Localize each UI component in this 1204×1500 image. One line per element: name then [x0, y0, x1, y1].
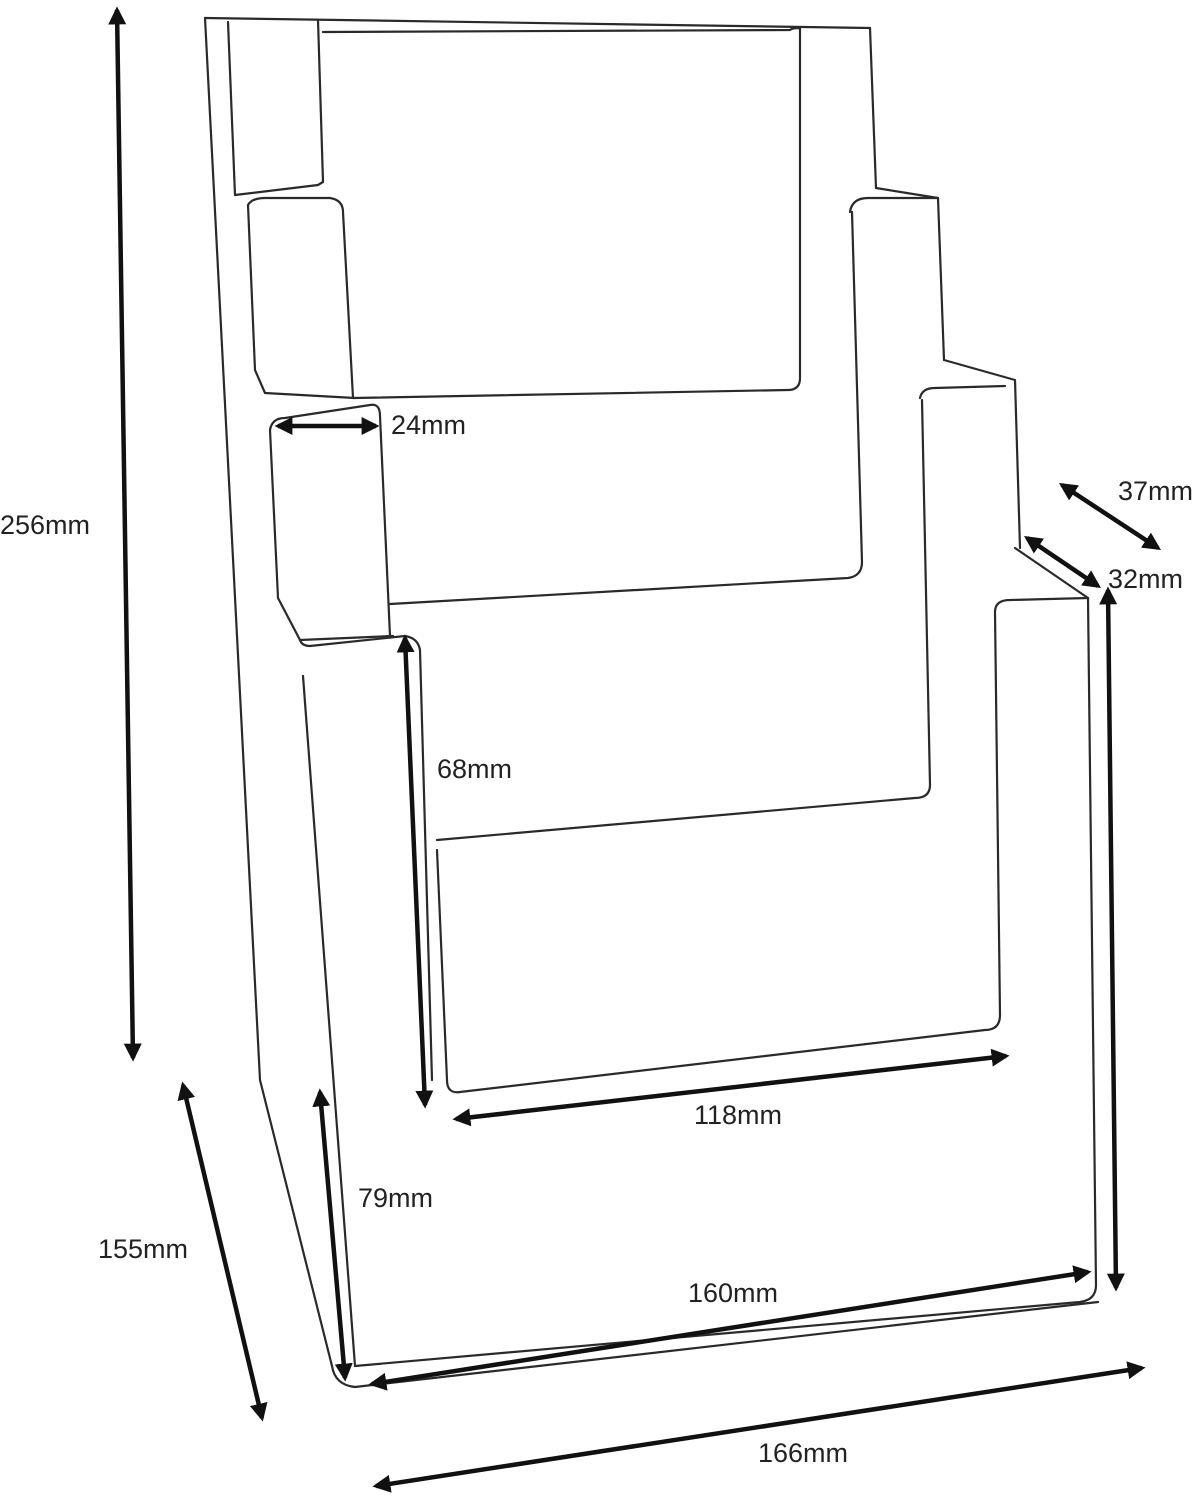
- arrow-32mm: [1024, 535, 1101, 589]
- tier2-pocket-cutout: [388, 196, 940, 606]
- back-panel-inner-edge: [226, 20, 237, 197]
- label-166mm: 166mm: [758, 1438, 848, 1468]
- label-155mm: 155mm: [98, 1234, 188, 1264]
- tier3-right-wall: [942, 358, 1022, 550]
- tier1-pocket-cutout: [321, 26, 802, 400]
- label-256mm: 256mm: [0, 510, 90, 540]
- tier2-left-face: [246, 196, 355, 400]
- arrow-118mm: [452, 1048, 1010, 1127]
- dimension-arrows: [108, 6, 1162, 1493]
- arrow-155mm: [177, 1081, 268, 1422]
- label-24mm: 24mm: [391, 410, 466, 440]
- tier4-inner-left: [301, 674, 357, 1368]
- arrow-166mm: [372, 1361, 1146, 1493]
- tier3-left-face: [268, 403, 392, 638]
- tier1-pocket-opening: [233, 180, 325, 197]
- holder-outline: [203, 16, 1100, 1389]
- tier1-left-wall: [316, 18, 325, 184]
- tier3-left-wall: [268, 428, 395, 642]
- tier2-left-wall: [246, 203, 357, 400]
- label-79mm: 79mm: [358, 1183, 433, 1213]
- label-118mm: 118mm: [694, 1100, 782, 1130]
- label-37mm: 37mm: [1118, 476, 1193, 506]
- arrow-68mm: [396, 634, 434, 1109]
- tier3-pocket-cutout: [435, 384, 1007, 842]
- arrow-37mm: [1058, 483, 1162, 550]
- tier1-front-panel: [868, 26, 878, 190]
- back-panel-top-edge: [203, 16, 872, 30]
- tier2-right-wall: [874, 186, 946, 362]
- tier4-right-edge: [353, 596, 1098, 1368]
- label-68mm: 68mm: [437, 754, 512, 784]
- arrow-79mm: [312, 1088, 353, 1382]
- back-panel-left-edge: [203, 16, 334, 1368]
- tier4-front-cutout: [435, 596, 1090, 1094]
- arrow-256mm: [108, 6, 142, 1062]
- label-160mm: 160mm: [688, 1278, 778, 1308]
- dimension-labels: 256mm 24mm 37mm 32mm 68mm 118mm 79mm 155…: [0, 410, 1193, 1468]
- label-32mm: 32mm: [1108, 564, 1183, 594]
- arrow-right-height: [1099, 586, 1125, 1292]
